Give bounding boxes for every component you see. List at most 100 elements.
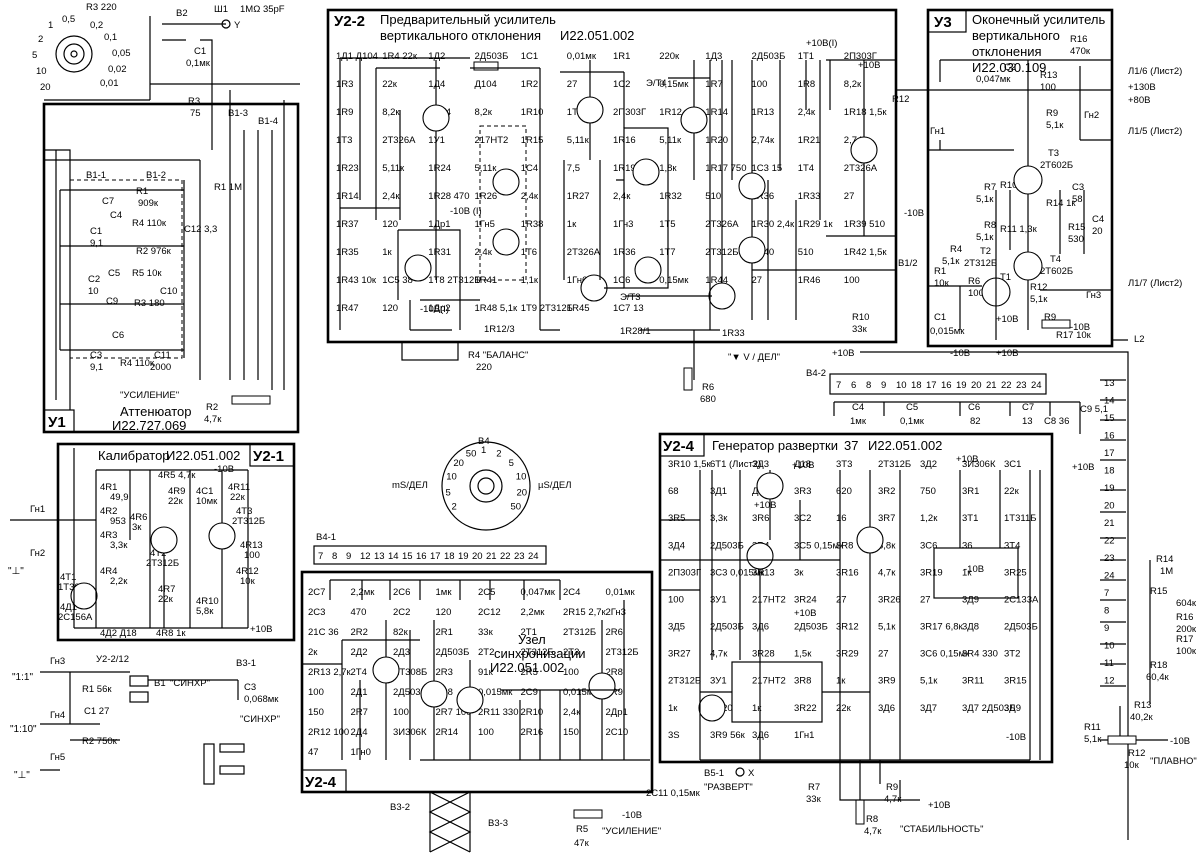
calibrator-component-label: 4R6 — [130, 512, 147, 523]
component-label: 1R35 — [336, 247, 359, 258]
component-label: 2R5 — [521, 667, 538, 678]
c11-u1-value: 2000 — [150, 362, 171, 373]
plus80-label: +80В — [1128, 95, 1150, 106]
component-label: 3C6 0,15мк — [920, 649, 970, 660]
plavno-potentiometer[interactable] — [1107, 735, 1137, 745]
r1-909-label: R1 — [136, 186, 148, 197]
component-label: 1к — [567, 219, 577, 230]
component-label: 82к — [393, 627, 409, 638]
b4-2-pin: 18 — [911, 380, 922, 391]
block-u1-outline — [42, 102, 300, 434]
calibrator-component-label: 4R8 1к — [156, 628, 186, 639]
component-label: 0,015мк — [563, 687, 598, 698]
component-label: 1R17 750 — [705, 163, 746, 174]
b4-2-pin: 23 — [1016, 380, 1027, 391]
c6-u1-label: C6 — [112, 330, 124, 341]
attenuator-rotary-switch[interactable] — [55, 35, 93, 73]
u2-2-pot-1r12[interactable] — [473, 61, 499, 71]
component-label: 8,2к — [844, 79, 862, 90]
component-label: 1T1 — [798, 51, 814, 62]
component-label: 3Д4 — [668, 540, 685, 551]
v-del-label: "▼ V / ДЕЛ" — [728, 352, 780, 363]
component-label: 1R15 — [521, 135, 544, 146]
r11-13-label: R11 1,3к — [1000, 224, 1038, 235]
usilenie-bot-potentiometer[interactable] — [573, 809, 603, 819]
component-label: 2R2 — [351, 627, 368, 638]
attenuator-dial-label: 5 — [32, 50, 37, 61]
component-label: 620 — [836, 486, 852, 497]
component-label: 2,4к — [613, 191, 631, 202]
b4-2-pin: 17 — [926, 380, 937, 391]
b4-2-pin: 7 — [836, 380, 841, 391]
component-label: 2Д503Б — [1004, 622, 1038, 633]
component-label: 1R14 — [336, 191, 359, 202]
component-label: 1R3 — [336, 79, 353, 90]
c2-047-label: C2 — [1004, 62, 1016, 73]
component-label: 2C10 — [606, 727, 629, 738]
v-del-potentiometer[interactable] — [683, 367, 693, 391]
attenuator-dial-label: 0,1 — [104, 32, 117, 43]
component-label: 27 — [752, 275, 763, 286]
b4-time-base-switch[interactable] — [441, 441, 531, 531]
b4-2-pin: 8 — [866, 380, 871, 391]
component-label: 3C1 — [1004, 459, 1021, 470]
r17-10-pot[interactable] — [1041, 319, 1071, 329]
sync-selector-switch-b1[interactable] — [129, 675, 149, 703]
r7-51-value: 5,1к — [976, 194, 994, 205]
u2-4-gen-pin: 37 — [844, 438, 858, 453]
component-label: 1R9 — [336, 107, 353, 118]
component-label: 2C2 — [393, 607, 410, 618]
gen-plus10v-c: +10В — [754, 500, 776, 511]
u1-shield-dashed — [69, 179, 183, 359]
u2-2-wires-c — [397, 229, 720, 380]
t3-2t602-value: 2T602Б — [1040, 160, 1073, 171]
b1-3-label: В1-3 — [228, 108, 248, 119]
usilenie-potentiometer[interactable] — [231, 395, 271, 405]
component-label: 2R8 — [606, 667, 623, 678]
component-label: 1C1 — [521, 51, 538, 62]
r4-51-value: 5,1к — [942, 256, 960, 267]
b4-1-pin: 14 — [388, 551, 399, 562]
component-label: 0,15мк — [659, 79, 689, 90]
component-label: 1Д3 — [705, 51, 722, 62]
component-label: 3R19 — [920, 567, 943, 578]
u2-2-chip-dashed — [479, 125, 527, 281]
component-label: 100 — [668, 595, 684, 606]
component-label: 3У1 — [710, 595, 727, 606]
u1-name-box — [43, 409, 75, 433]
component-label: 5,1к — [878, 622, 896, 633]
r12-51-label: R12 — [1030, 282, 1047, 293]
component-label: 1R32 — [659, 191, 682, 202]
component-label: 1R23 — [336, 163, 359, 174]
component-label: 120 — [382, 303, 398, 314]
b4-2-switch-bar[interactable] — [829, 373, 1047, 395]
stabilnost-label: "СТАБИЛЬНОСТЬ" — [900, 824, 983, 835]
stabilnost-potentiometer[interactable] — [855, 799, 865, 825]
x-output-connector[interactable] — [735, 767, 745, 777]
calibrator-component-label: 4R3 — [100, 530, 117, 541]
component-label: 1Гн6 — [567, 275, 587, 286]
component-label: 2Др1 — [606, 707, 628, 718]
c3-u1-value: 9,1 — [90, 362, 103, 373]
component-label: 120 — [382, 219, 398, 230]
component-label: 2T2 — [478, 647, 494, 658]
right-connector-pin: 10 — [1104, 641, 1115, 652]
r1-10-label: R1 — [934, 266, 946, 277]
right-connector-pin: 20 — [1104, 501, 1115, 512]
component-label: 1Д1 Д104 — [336, 51, 378, 62]
component-label: 1C2 — [613, 79, 630, 90]
calibrator-part-labels: 4R149,94R29534R33,3к4R42,2к4T11T308Б4Д12… — [58, 470, 265, 639]
c4-1mk-value: 1мк — [850, 416, 867, 427]
component-label: 3Д2 — [920, 459, 937, 470]
balans-potentiometer[interactable] — [401, 341, 459, 361]
minus10v-plavno: -10В — [1170, 736, 1190, 747]
b4-1-switch-bar[interactable] — [313, 545, 547, 565]
component-label: 2R15 2,7к — [563, 607, 607, 618]
u2-4-gen-title: Генератор развертки — [712, 438, 838, 453]
b4-2-pin: 22 — [1001, 380, 1012, 391]
r18-604-value: 60,4к — [1146, 672, 1169, 683]
component-label: 217НТ2 — [752, 676, 786, 687]
